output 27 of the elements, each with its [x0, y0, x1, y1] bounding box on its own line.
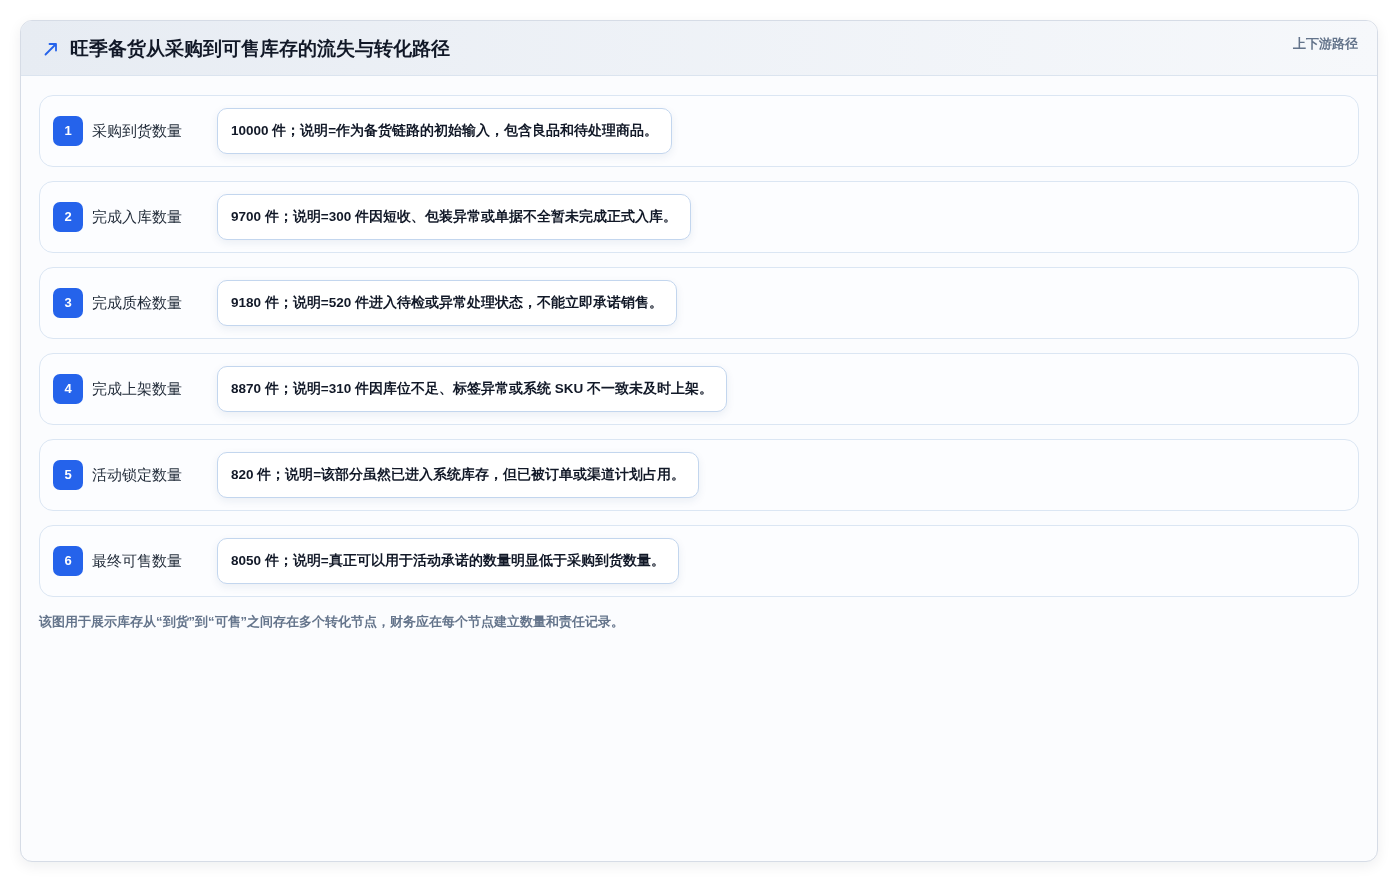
- row-card: [39, 525, 1359, 597]
- row-card: [39, 439, 1359, 511]
- title: 旺季备货从采购到可售库存的流失与转化路径: [70, 37, 450, 61]
- number-badge: 1: [53, 116, 83, 146]
- row-label: 采购到货数量: [92, 121, 182, 141]
- description-box: 820 件；说明=该部分虽然已进入系统库存，但已被订单或渠道计划占用。: [217, 452, 700, 498]
- caption: 该图用于展示库存从“到货”到“可售”之间存在多个转化节点，财务应在每个节点建立数量和责任记录。: [39, 613, 624, 631]
- description-box: 9700 件；说明=300 件因短收、包装异常或单据不全暂未完成正式入库。: [217, 194, 691, 240]
- description-box: 10000 件；说明=作为备货链路的初始输入，包含良品和待处理商品。: [217, 108, 673, 154]
- number-badge: 4: [53, 374, 83, 404]
- description-box: 9180 件；说明=520 件进入待检或异常处理状态，不能立即承诺销售。: [217, 280, 677, 326]
- row-label: 完成入库数量: [92, 207, 182, 227]
- row-card: [39, 95, 1359, 167]
- row-label: 活动锁定数量: [92, 465, 182, 485]
- number-badge: 3: [53, 288, 83, 318]
- number-badge: 6: [53, 546, 83, 576]
- description-box: 8050 件；说明=真正可以用于活动承诺的数量明显低于采购到货数量。: [217, 538, 679, 584]
- number-badge: 5: [53, 460, 83, 490]
- number-badge: 2: [53, 202, 83, 232]
- description-box: 8870 件；说明=310 件因库位不足、标签异常或系统 SKU 不一致未及时上架。: [217, 366, 727, 412]
- row-card: [39, 267, 1359, 339]
- row-label: 最终可售数量: [92, 551, 182, 571]
- row-label: 完成上架数量: [92, 379, 182, 399]
- row-card: [39, 353, 1359, 425]
- row-label: 完成质检数量: [92, 293, 182, 313]
- section-label: 上下游路径: [1293, 35, 1358, 53]
- row-card: [39, 181, 1359, 253]
